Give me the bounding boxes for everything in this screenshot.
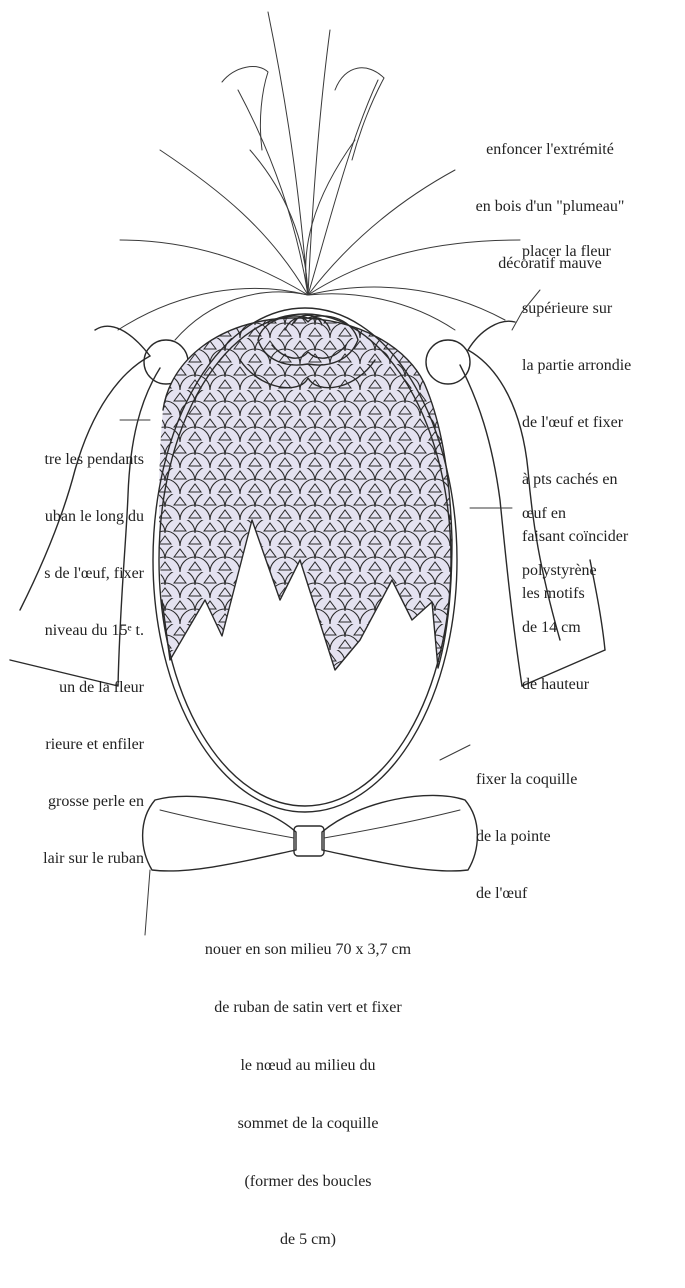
annotation-line: de hauteur bbox=[522, 675, 662, 694]
annotation-line: s de l'œuf, fixer bbox=[0, 564, 144, 583]
annotation-coquille: fixer la coquille de la pointe de l'œuf bbox=[476, 732, 656, 941]
annotation-line: de la pointe bbox=[476, 827, 656, 846]
annotation-line: sommet de la coquille bbox=[150, 1114, 466, 1134]
annotation-line: œuf en bbox=[522, 504, 662, 523]
annotation-line: de 14 cm bbox=[522, 618, 662, 637]
annotation-pendants: tre les pendants uban le long du s de l'… bbox=[0, 412, 144, 906]
annotation-line: polystyrène bbox=[522, 561, 662, 580]
annotation-line: de l'œuf et fixer bbox=[522, 413, 685, 432]
annotation-line: de 5 cm) bbox=[150, 1230, 466, 1250]
pearl-right bbox=[426, 340, 470, 384]
annotation-line: de ruban de satin vert et fixer bbox=[150, 998, 466, 1018]
annotation-line: uban le long du bbox=[0, 507, 144, 526]
annotation-line: enfoncer l'extrémité bbox=[400, 140, 685, 159]
egg-shell-pattern bbox=[150, 300, 460, 680]
annotation-line: placer la fleur bbox=[522, 242, 685, 261]
egg-diagram: enfoncer l'extrémité en bois d'un "plume… bbox=[0, 0, 685, 1021]
annotation-line: tre les pendants bbox=[0, 450, 144, 469]
annotation-line: un de la fleur bbox=[0, 678, 144, 697]
annotation-noeud: nouer en son milieu 70 x 3,7 cm de ruban… bbox=[150, 902, 466, 1288]
annotation-oeuf: œuf en polystyrène de 14 cm de hauteur bbox=[522, 466, 662, 732]
annotation-line: lair sur le ruban bbox=[0, 849, 144, 868]
annotation-line: nouer en son milieu 70 x 3,7 cm bbox=[150, 940, 466, 960]
annotation-line: grosse perle en bbox=[0, 792, 144, 811]
annotation-line: rieure et enfiler bbox=[0, 735, 144, 754]
annotation-line: la partie arrondie bbox=[522, 356, 685, 375]
annotation-line: supérieure sur bbox=[522, 299, 685, 318]
annotation-line: niveau du 15ᵉ t. bbox=[0, 621, 144, 640]
annotation-line: fixer la coquille bbox=[476, 770, 656, 789]
annotation-line: le nœud au milieu du bbox=[150, 1056, 466, 1076]
annotation-line: (former des boucles bbox=[150, 1172, 466, 1192]
annotation-line: de l'œuf bbox=[476, 884, 656, 903]
